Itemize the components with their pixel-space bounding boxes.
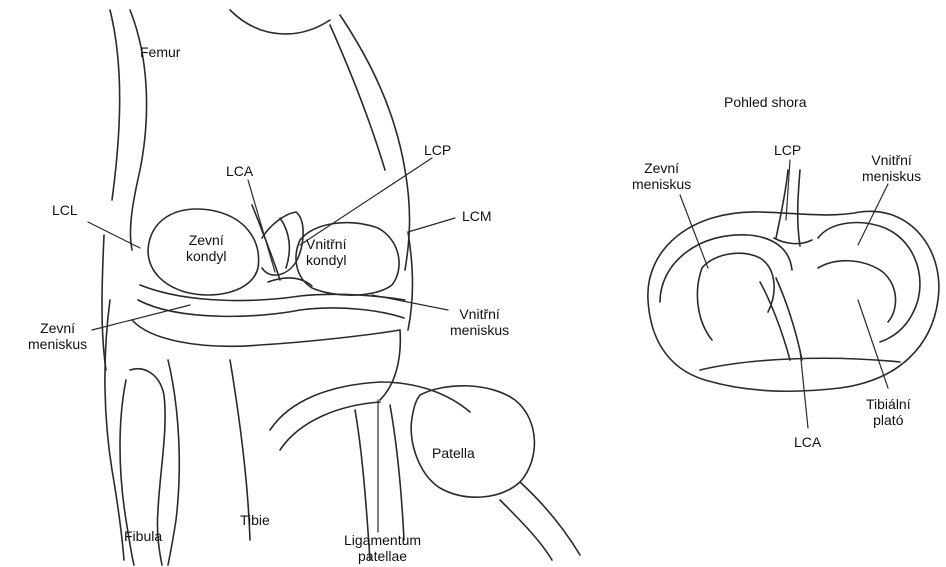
medial-meniscus-label: Vnitřní meniskus — [450, 306, 509, 338]
top-medial-meniscus-label-line2: meniskus — [862, 168, 921, 184]
fibula-label: Fibula — [124, 528, 162, 544]
lcp-label: LCP — [424, 142, 451, 158]
top-lca-label: LCA — [794, 434, 821, 450]
top-lateral-meniscus-label-line1: Zevní — [632, 160, 691, 176]
lcm-label: LCM — [462, 208, 492, 224]
medial-condyle-label-line1: Vnitřní — [306, 236, 346, 252]
top-view-tibial-plateau-drawing — [648, 170, 939, 391]
top-view-title: Pohled shora — [724, 94, 807, 110]
ligamentum-patellae-label-line2: patellae — [344, 548, 421, 564]
top-lcp-label: LCP — [774, 142, 801, 158]
tibial-plateau-label: Tibiální plató — [866, 396, 911, 428]
lateral-meniscus-label-line1: Zevní — [28, 320, 87, 336]
top-lateral-meniscus-label-line2: meniskus — [632, 176, 691, 192]
ligamentum-patellae-label-line1: Ligamentum — [344, 532, 421, 548]
front-knee-drawing — [102, 10, 580, 565]
ligamentum-patellae-label: Ligamentum patellae — [344, 532, 421, 564]
lcl-label: LCL — [52, 202, 78, 218]
top-lateral-meniscus-label: Zevní meniskus — [632, 160, 691, 192]
top-medial-meniscus-label-line1: Vnitřní — [862, 152, 921, 168]
tibial-plateau-label-line1: Tibiální — [866, 396, 911, 412]
medial-meniscus-label-line2: meniskus — [450, 322, 509, 338]
medial-meniscus-label-line1: Vnitřní — [450, 306, 509, 322]
medial-condyle-label: Vnitřní kondyl — [306, 236, 346, 268]
tibia-label: Tibie — [240, 512, 270, 528]
lateral-condyle-label-line2: kondyl — [186, 248, 226, 264]
medial-condyle-label-line2: kondyl — [306, 252, 346, 268]
lateral-condyle-label: Zevní kondyl — [186, 232, 226, 264]
femur-label: Femur — [140, 44, 180, 60]
patella-label: Patella — [432, 445, 475, 461]
lca-label: LCA — [226, 163, 253, 179]
lateral-meniscus-label: Zevní meniskus — [28, 320, 87, 352]
tibial-plateau-label-line2: plató — [866, 412, 911, 428]
top-medial-meniscus-label: Vnitřní meniskus — [862, 152, 921, 184]
lateral-meniscus-label-line2: meniskus — [28, 336, 87, 352]
lateral-condyle-label-line1: Zevní — [186, 232, 226, 248]
